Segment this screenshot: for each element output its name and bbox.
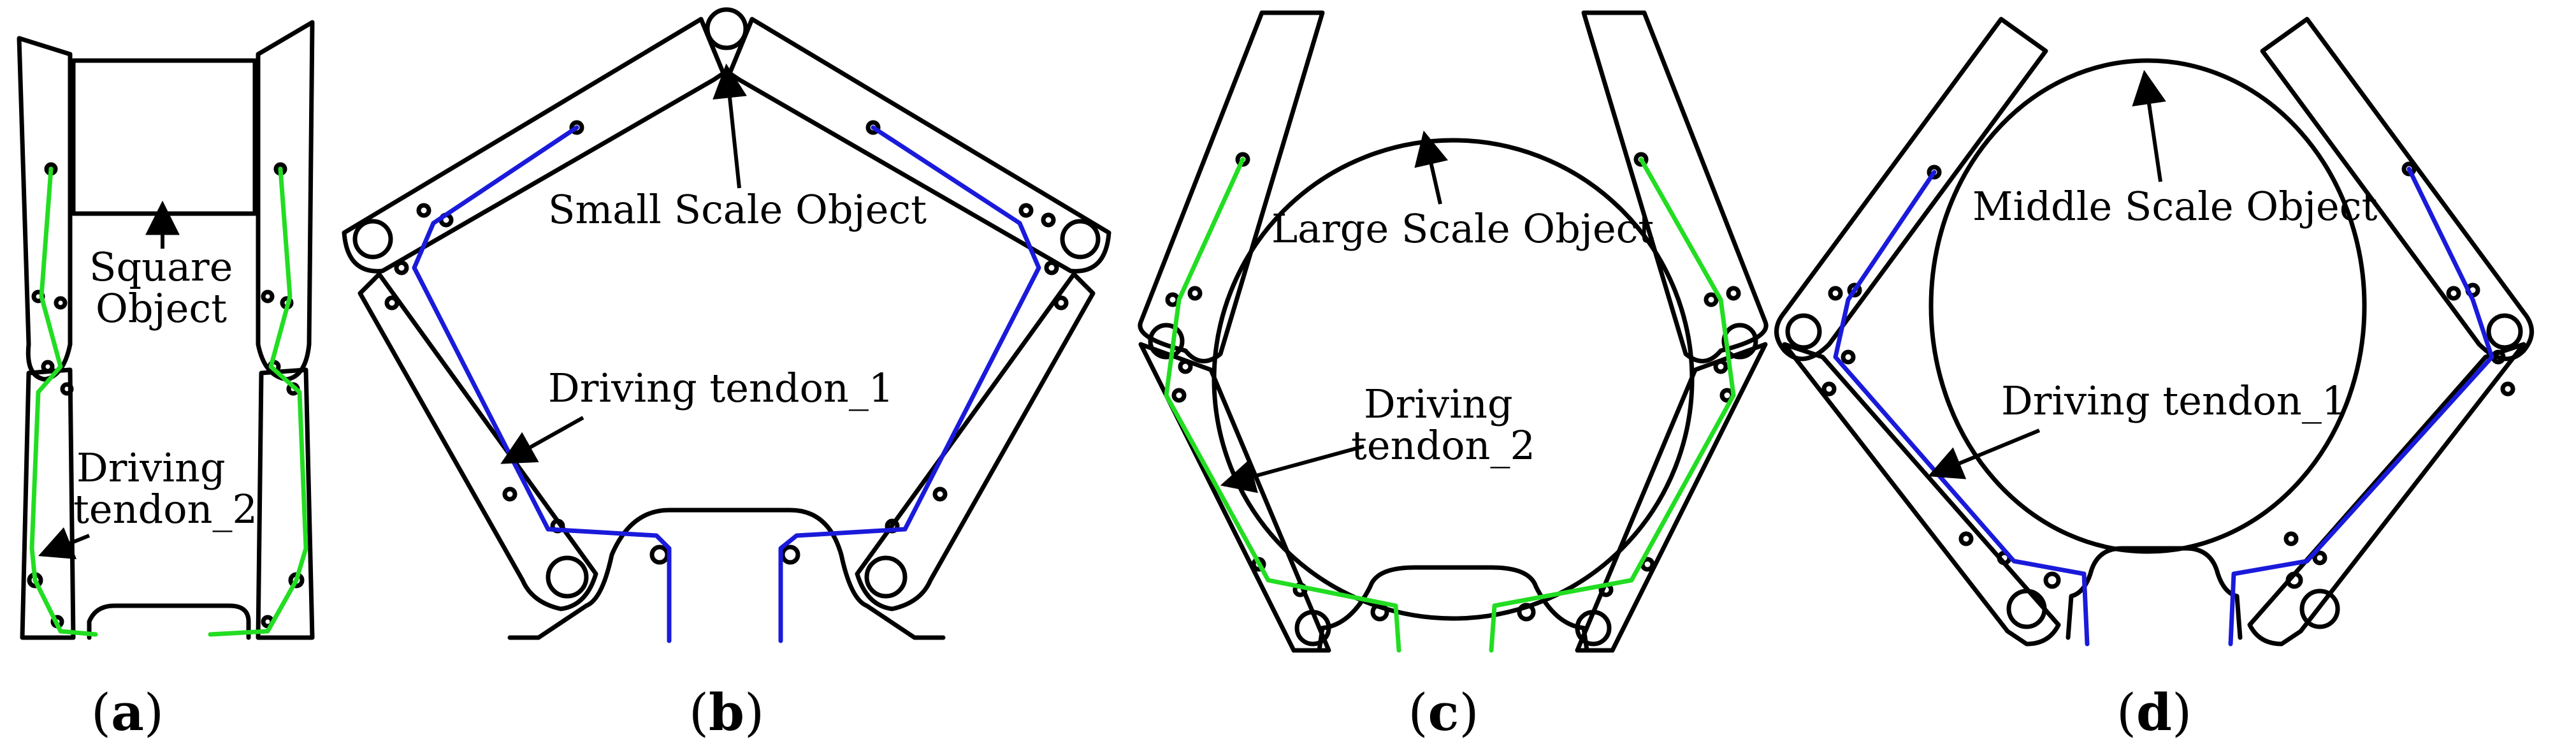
finger-b-left-proximal <box>358 272 598 611</box>
finger-d-right-proximal <box>2247 342 2526 647</box>
square-object <box>71 58 257 216</box>
large-scale-object-label: Large Scale Object <box>1271 205 1654 252</box>
tendon-1-d-left <box>1833 170 2090 647</box>
caption-a: (a) <box>91 682 164 742</box>
tendon-1-b-arrow <box>500 416 584 464</box>
joints-b <box>352 219 1101 599</box>
tendon-1-b-left <box>412 125 672 643</box>
tendon-2-a-right <box>208 166 308 637</box>
tendon-2-c-right <box>1489 157 1736 653</box>
tendon-1-d-arrow <box>1928 428 2041 479</box>
finger-b-left-distal <box>342 17 726 274</box>
finger-a-left-distal <box>17 36 73 382</box>
palm-a <box>87 603 251 640</box>
finger-d-left-distal <box>1774 17 2048 362</box>
finger-c-right-distal <box>1581 10 1769 363</box>
middle-scale-object-label: Middle Scale Object <box>1972 183 2377 230</box>
tendon-2-c-label-line1: Driving <box>1364 381 1513 427</box>
finger-a-left-proximal <box>20 367 76 640</box>
square-object-label-line2: Object <box>96 285 227 332</box>
square-object-label-line1: Square <box>89 244 233 290</box>
middle-scale-object-arrow <box>2132 69 2166 182</box>
tendon-2-c-arrow <box>1220 444 1364 494</box>
panel-d: Middle Scale Object Driving tendon_1 <box>1774 17 2534 647</box>
tendon-1-d-right <box>2228 166 2494 647</box>
pins-c <box>1165 152 1741 622</box>
tendon-2-a-label-line2: tendon_2 <box>73 486 257 532</box>
tendon-2-a-left <box>29 166 98 637</box>
caption-d: (d) <box>2117 682 2192 742</box>
caption-b: (b) <box>689 682 764 742</box>
pins-d <box>1821 161 2515 589</box>
finger-a-right-proximal <box>256 367 315 640</box>
panel-a: Square Object Driving tendon_2 <box>17 20 315 640</box>
tendon-2-a-arrow <box>38 527 90 560</box>
small-scale-object <box>705 7 748 50</box>
finger-b-right-distal <box>727 17 1111 274</box>
panel-b: Small Scale Object Driving tendon_1 <box>342 7 1111 643</box>
finger-b-right-proximal <box>855 272 1096 611</box>
finger-d-right-distal <box>2260 17 2534 362</box>
small-scale-object-arrow <box>713 63 747 189</box>
tendon-2-c-label-line2: tendon_2 <box>1351 422 1535 469</box>
panel-c: Large Scale Object Driving tendon_2 <box>1138 10 1769 653</box>
caption-c: (c) <box>1408 682 1479 742</box>
finger-c-left-distal <box>1138 10 1325 363</box>
tendon-2-a-label-line1: Driving <box>76 444 226 491</box>
palm-c <box>1317 565 1589 653</box>
large-scale-object-arrow <box>1414 130 1449 205</box>
tendon-1-b-label: Driving tendon_1 <box>548 365 894 411</box>
palm-b <box>507 508 946 640</box>
tendon-1-d-label: Driving tendon_1 <box>2001 377 2347 424</box>
palm-d <box>2066 546 2243 640</box>
joints-c <box>1148 323 1758 647</box>
tendon-1-b-right <box>778 125 1041 643</box>
joints-d <box>1785 313 2523 629</box>
middle-scale-object <box>1928 58 2367 554</box>
small-scale-object-label: Small Scale Object <box>548 186 927 233</box>
finger-d-left-proximal <box>1782 342 2061 647</box>
tendon-2-c-left <box>1164 157 1401 653</box>
finger-a-right-distal <box>256 20 315 382</box>
